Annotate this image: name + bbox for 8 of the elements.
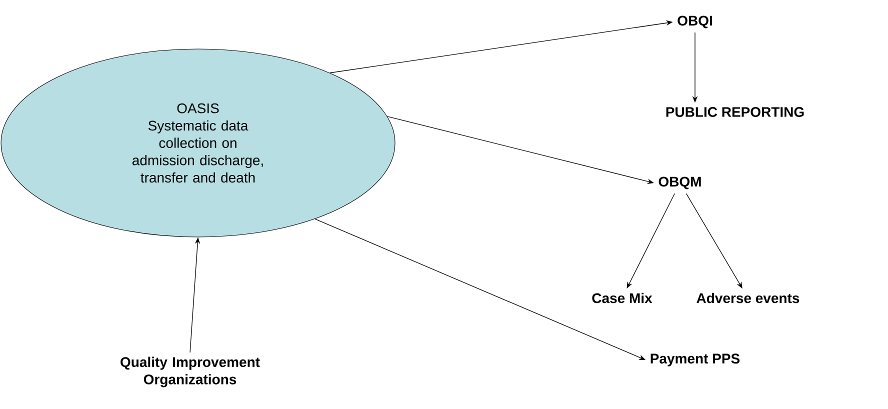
oval-node: OASIS Systematic data collection on admission discharge, transfer and death	[0, 48, 396, 238]
node-label: Quality Improvement Organizations	[120, 356, 260, 388]
node-label: Case Mix	[592, 292, 652, 304]
node-label: Payment PPS	[650, 354, 740, 366]
node-label: PUBLIC REPORTING	[666, 107, 804, 117]
node-label: OBQI	[678, 16, 712, 28]
node-label: OBQM	[658, 176, 701, 190]
node-label: Adverse events	[696, 292, 800, 304]
